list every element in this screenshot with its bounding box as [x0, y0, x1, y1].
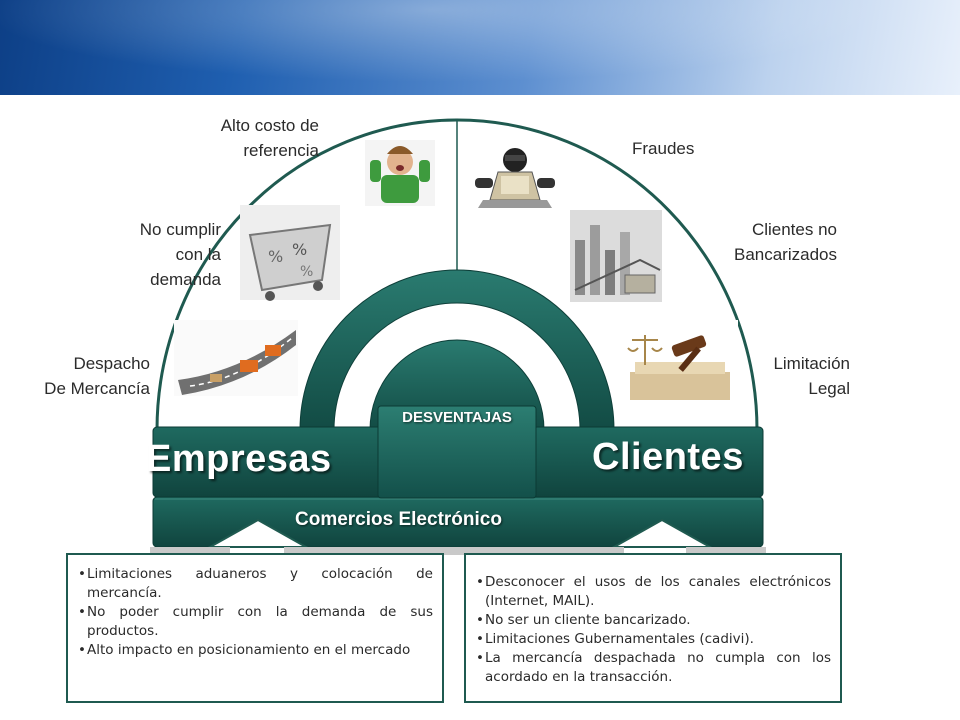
clientes-box: Desconocer el usos de los canales electr…	[464, 553, 842, 703]
label-clientes-no-bancarizados: Clientes no Bancarizados	[733, 220, 837, 264]
clientes-list: Desconocer el usos de los canales electr…	[476, 573, 831, 687]
desventajas-label: DESVENTAJAS	[402, 409, 512, 426]
outer-arc	[155, 118, 759, 431]
label-alto-costo: Alto costo de referencia	[220, 116, 319, 160]
label-despacho: Despacho De Mercancía	[44, 354, 150, 398]
photo-delivery-road-icon	[174, 320, 298, 396]
empresas-pointer	[206, 518, 310, 548]
desventajas-tab	[377, 405, 537, 499]
list-item: No poder cumplir con la demanda de sus p…	[78, 603, 433, 641]
empresas-title: Empresas	[146, 438, 332, 480]
header-banner	[0, 0, 960, 95]
clientes-title: Clientes	[592, 436, 744, 478]
clientes-pointer	[610, 518, 714, 548]
label-limitacion-legal: Limitación Legal	[773, 354, 850, 398]
empresas-box: Limitaciones aduaneros y colocación de m…	[66, 553, 444, 703]
list-item: La mercancía despachada no cumpla con lo…	[476, 649, 831, 687]
photo-law-gavel-icon	[618, 320, 738, 406]
svg-text:%: %	[300, 264, 313, 280]
list-item: No ser un cliente bancarizado.	[476, 611, 831, 630]
header-banner-glow	[0, 0, 960, 95]
list-item: Limitaciones aduaneros y colocación de m…	[78, 565, 433, 603]
list-item: Limitaciones Gubernamentales (cadivi).	[476, 630, 831, 649]
label-fraudes: Fraudes	[632, 139, 695, 158]
svg-text:%: %	[268, 247, 283, 266]
photo-finance-graph-icon	[570, 210, 662, 302]
label-no-cumplir: No cumplir con la demanda	[139, 220, 221, 289]
empresas-list: Limitaciones aduaneros y colocación de m…	[78, 565, 433, 660]
middle-arch	[299, 269, 615, 431]
photo-stressed-person-icon	[365, 140, 435, 206]
list-item: Alto impacto en posicionamiento en el me…	[78, 641, 433, 660]
list-item: Desconocer el usos de los canales electr…	[476, 573, 831, 611]
svg-text:%: %	[292, 240, 307, 259]
photo-fraud-hacker-icon	[470, 140, 556, 212]
photo-shopping-cart-icon: % % %	[240, 205, 340, 301]
comercios-title: Comercios Electrónico	[295, 509, 502, 530]
